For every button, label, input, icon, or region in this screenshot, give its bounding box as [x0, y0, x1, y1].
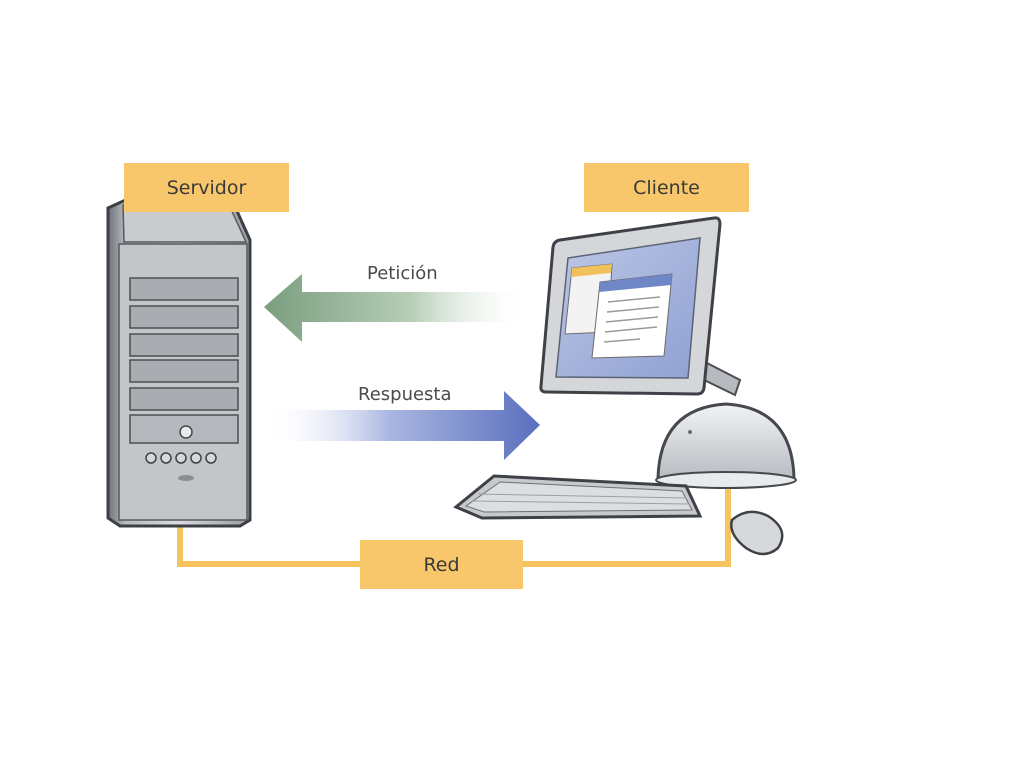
server-tower-icon — [106, 196, 252, 528]
request-arrow — [264, 274, 532, 342]
dome-computer-icon — [655, 402, 797, 489]
server-label: Servidor — [124, 163, 289, 212]
mouse-icon — [730, 510, 784, 556]
client-label: Cliente — [584, 163, 749, 212]
monitor-icon — [539, 216, 742, 397]
request-label: Petición — [367, 263, 438, 284]
keyboard-icon — [453, 474, 703, 520]
response-label: Respuesta — [358, 384, 452, 405]
network-line — [177, 488, 731, 567]
response-arrow — [266, 391, 540, 460]
network-label: Red — [360, 540, 523, 589]
